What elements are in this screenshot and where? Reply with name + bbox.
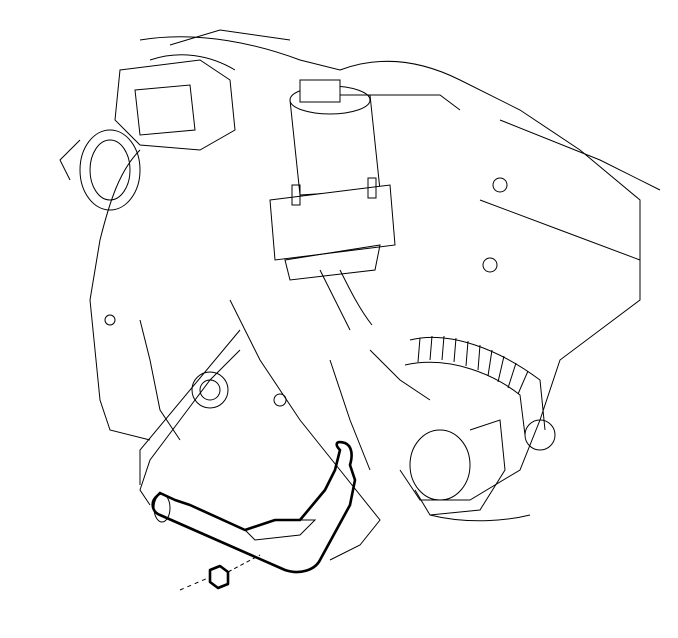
throttle-body (59, 59, 236, 211)
mounting-nut[interactable] (179, 554, 261, 591)
water-pump-housing (409, 419, 531, 522)
engine-block-outline (89, 29, 661, 561)
egr-valve (269, 79, 461, 281)
coolant-pipe[interactable] (151, 440, 357, 574)
egr-flex-pipe (319, 269, 556, 451)
leader-line (139, 329, 241, 485)
